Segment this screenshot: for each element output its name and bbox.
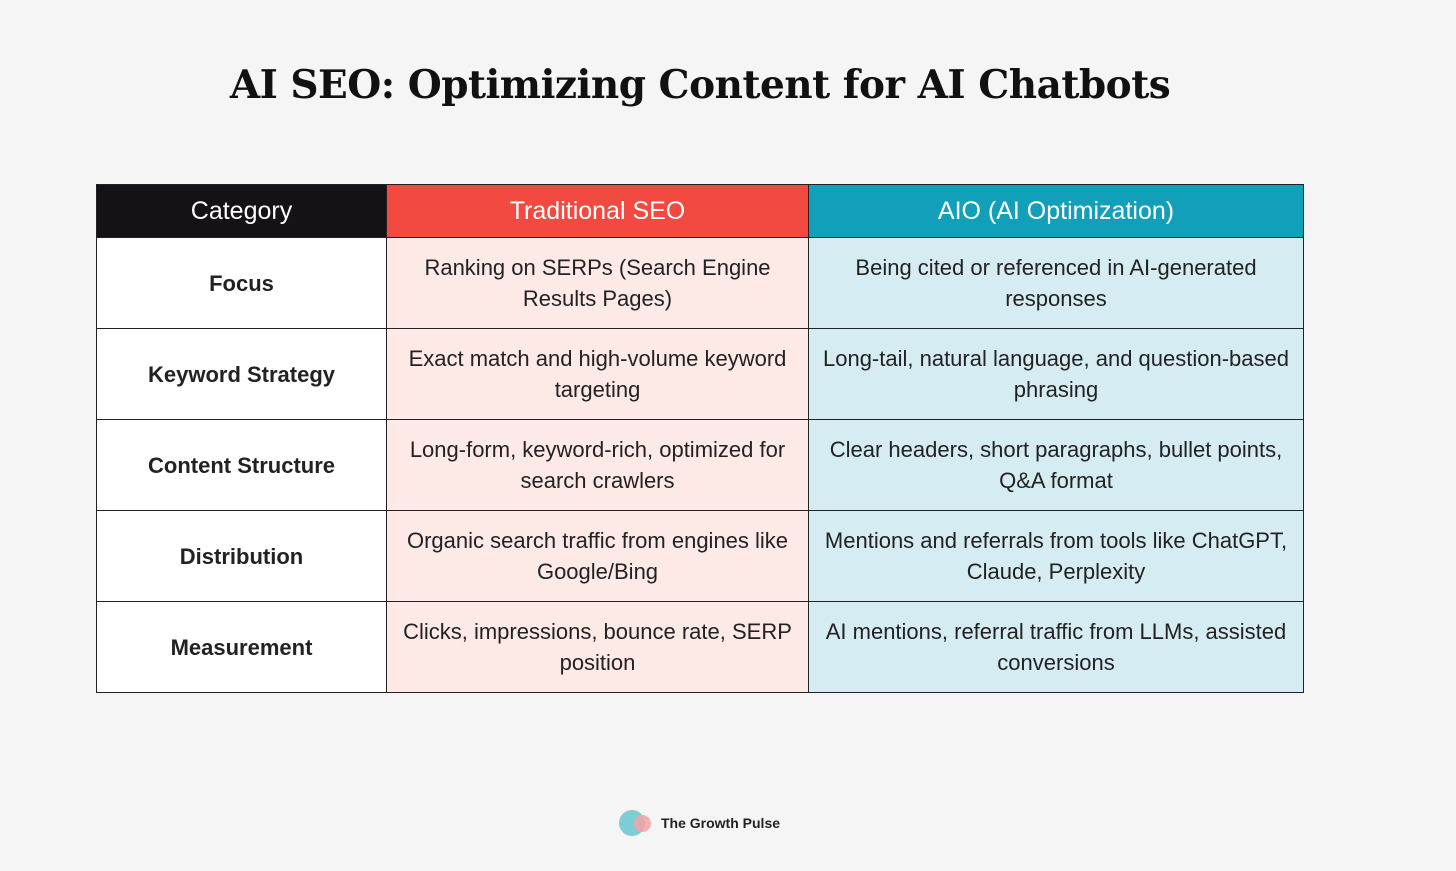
header-aio: AIO (AI Optimization) [808,184,1304,238]
table-row: Distribution Organic search traffic from… [96,510,1304,602]
table-row: Content Structure Long-form, keyword-ric… [96,419,1304,511]
row-category: Keyword Strategy [96,328,387,420]
row-traditional: Long-form, keyword-rich, optimized for s… [386,419,809,511]
comparison-table: Category Traditional SEO AIO (AI Optimiz… [96,184,1304,693]
brand-name: The Growth Pulse [661,815,781,831]
header-category: Category [96,184,387,238]
row-category: Measurement [96,601,387,693]
row-traditional: Exact match and high-volume keyword targ… [386,328,809,420]
table-header-row: Category Traditional SEO AIO (AI Optimiz… [96,184,1304,238]
page-title: AI SEO: Optimizing Content for AI Chatbo… [229,62,1171,108]
overlapping-circles-logo-icon [619,810,655,836]
table-row: Keyword Strategy Exact match and high-vo… [96,328,1304,420]
row-category: Focus [96,237,387,329]
row-aio: Clear headers, short paragraphs, bullet … [808,419,1304,511]
row-aio: AI mentions, referral traffic from LLMs,… [808,601,1304,693]
row-traditional: Clicks, impressions, bounce rate, SERP p… [386,601,809,693]
row-traditional: Organic search traffic from engines like… [386,510,809,602]
header-traditional-seo: Traditional SEO [386,184,809,238]
row-aio: Long-tail, natural language, and questio… [808,328,1304,420]
row-aio: Mentions and referrals from tools like C… [808,510,1304,602]
row-category: Distribution [96,510,387,602]
brand-footer: The Growth Pulse [619,810,780,836]
row-category: Content Structure [96,419,387,511]
table-row: Focus Ranking on SERPs (Search Engine Re… [96,237,1304,329]
row-aio: Being cited or referenced in AI-generate… [808,237,1304,329]
row-traditional: Ranking on SERPs (Search Engine Results … [386,237,809,329]
table-row: Measurement Clicks, impressions, bounce … [96,601,1304,693]
